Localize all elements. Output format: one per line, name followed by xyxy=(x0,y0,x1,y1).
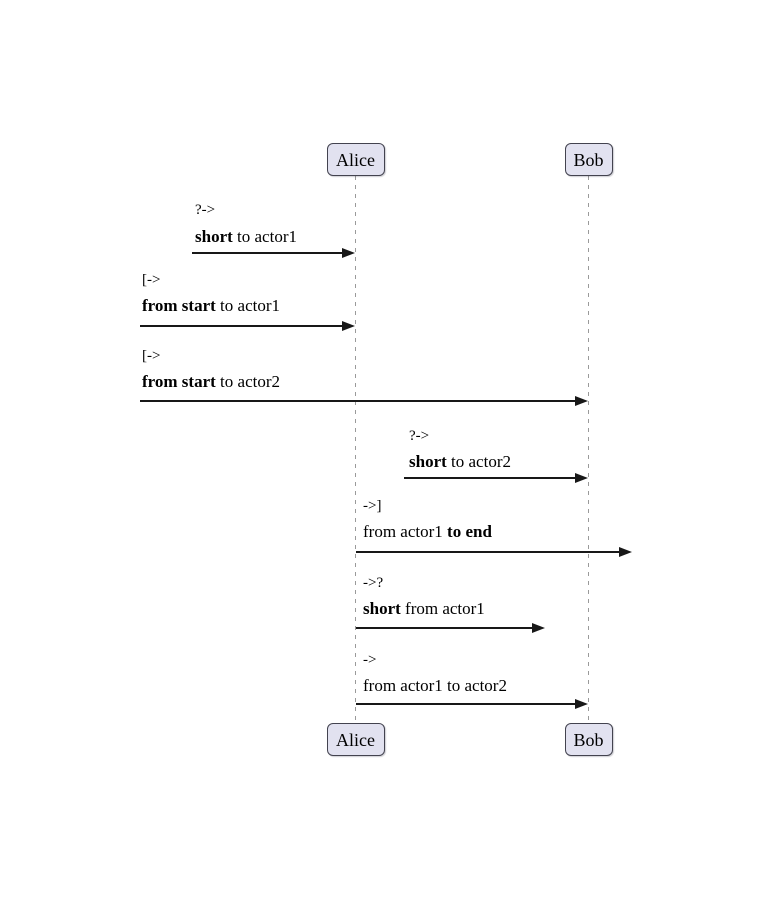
lifeline-alice xyxy=(354,176,357,723)
message-label: short from actor1 xyxy=(363,599,485,619)
message-label-segment: short xyxy=(195,227,233,246)
message-operator: ->? xyxy=(363,575,384,591)
arrowhead-icon xyxy=(575,396,588,406)
message-label-segment: to actor2 xyxy=(215,372,280,391)
message-arrow-line xyxy=(356,627,541,629)
message-operator: [-> xyxy=(142,348,161,364)
message-label: short to actor2 xyxy=(409,452,511,472)
message-label: short to actor1 xyxy=(195,227,297,247)
actor-label-alice: Alice xyxy=(336,729,375,750)
message-arrow-line xyxy=(356,703,584,705)
message-label-segment: short xyxy=(409,452,447,471)
actor-box-alice-bottom: Alice xyxy=(326,723,385,756)
message-label: from start to actor2 xyxy=(142,372,280,392)
actor-label-bob: Bob xyxy=(573,149,604,170)
actor-box-bob-bottom: Bob xyxy=(564,723,613,756)
message-label: from actor1 to actor2 xyxy=(363,676,507,696)
message-arrow-line xyxy=(140,325,351,327)
message-arrow-line xyxy=(140,400,584,402)
message-operator: [-> xyxy=(142,272,161,288)
message-operator: ->] xyxy=(363,498,382,514)
message-label-segment: from start xyxy=(142,296,216,315)
lifeline-bob xyxy=(587,176,590,723)
message-label-segment: from actor1 to actor2 xyxy=(363,676,507,695)
arrowhead-icon xyxy=(342,248,355,258)
message-arrow-line xyxy=(356,551,628,553)
message-operator: ?-> xyxy=(409,428,430,444)
message-operator: ?-> xyxy=(195,202,216,218)
arrowhead-icon xyxy=(575,699,588,709)
message-arrow-line xyxy=(404,477,584,479)
message-label-segment: from start xyxy=(142,372,216,391)
message-label: from actor1 to end xyxy=(363,522,492,542)
arrowhead-icon xyxy=(532,623,545,633)
message-label-segment: to end xyxy=(447,522,492,541)
actor-box-alice-top: Alice xyxy=(326,143,385,176)
actor-box-bob-top: Bob xyxy=(564,143,613,176)
arrowhead-icon xyxy=(619,547,632,557)
message-label-segment: from actor1 xyxy=(363,522,448,541)
message-label-segment: to actor1 xyxy=(232,227,297,246)
message-label-segment: to actor1 xyxy=(215,296,280,315)
message-label-segment: from actor1 xyxy=(400,599,485,618)
arrowhead-icon xyxy=(342,321,355,331)
message-operator: -> xyxy=(363,652,377,668)
message-arrow-line xyxy=(192,252,351,254)
message-label-segment: short xyxy=(363,599,401,618)
message-label: from start to actor1 xyxy=(142,296,280,316)
message-label-segment: to actor2 xyxy=(446,452,511,471)
actor-label-bob: Bob xyxy=(573,729,604,750)
arrowhead-icon xyxy=(575,473,588,483)
actor-label-alice: Alice xyxy=(336,149,375,170)
